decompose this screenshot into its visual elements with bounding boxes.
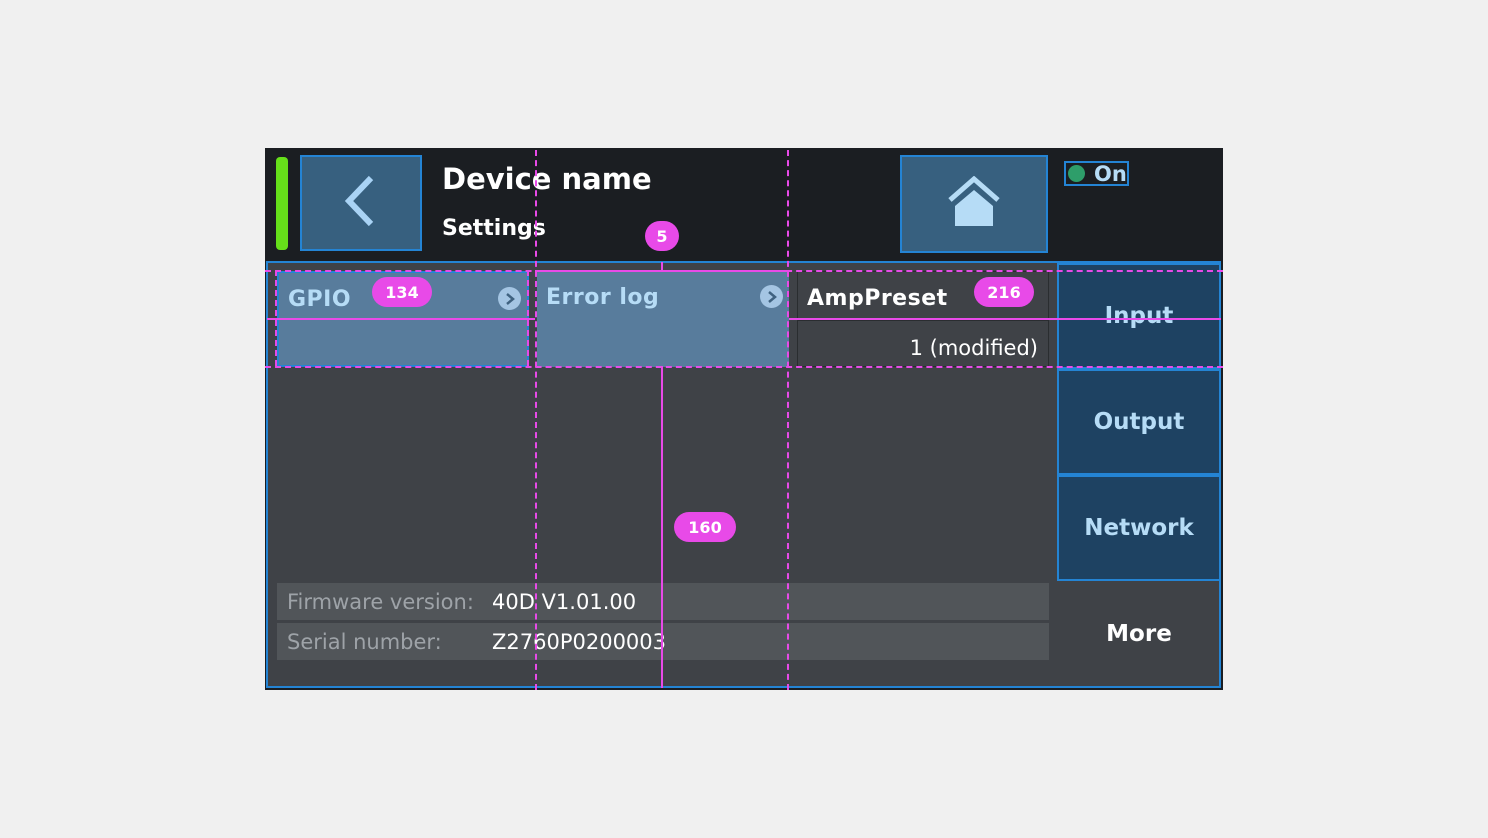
- status-indicator: [276, 157, 288, 250]
- tile-error-log[interactable]: Error log: [537, 271, 789, 367]
- home-icon: [947, 175, 1001, 232]
- overlay-badge: 216: [974, 277, 1034, 307]
- chevron-right-icon: [760, 285, 783, 308]
- overlay-line: [535, 270, 789, 272]
- back-button[interactable]: [300, 155, 422, 251]
- side-button-more[interactable]: More: [1106, 621, 1172, 647]
- power-status-icon: [1068, 165, 1085, 182]
- divider: [798, 320, 1048, 321]
- page-title: Device name: [442, 162, 652, 196]
- overlay-guide: [535, 150, 537, 690]
- settings-panel: GPIO Error log AmpPreset 1 (modified) In…: [266, 261, 1221, 688]
- firmware-row: Firmware version: 40D V1.01.00: [277, 583, 1049, 620]
- chevron-left-icon: [341, 174, 381, 232]
- firmware-value: 40D V1.01.00: [492, 589, 637, 614]
- amp-preset-value: 1 (modified): [909, 336, 1038, 360]
- tile-label: AmpPreset: [807, 286, 948, 311]
- firmware-label: Firmware version:: [287, 589, 474, 614]
- home-button[interactable]: [900, 155, 1048, 253]
- overlay-line: [661, 262, 663, 270]
- tile-label: Error log: [546, 285, 660, 310]
- overlay-guide: [787, 150, 789, 690]
- chevron-right-icon: [498, 287, 521, 310]
- serial-label: Serial number:: [287, 629, 442, 654]
- overlay-badge: 5: [645, 221, 679, 251]
- overlay-badge: 134: [372, 277, 432, 307]
- side-button-input[interactable]: Input: [1057, 263, 1221, 369]
- page-subtitle: Settings: [442, 216, 546, 241]
- serial-value: Z2760P0200003: [492, 629, 667, 654]
- power-toggle[interactable]: On: [1064, 161, 1129, 186]
- overlay-guide: [265, 366, 1223, 368]
- overlay-badge: 160: [674, 512, 736, 542]
- overlay-line: [267, 318, 535, 320]
- overlay-line: [789, 318, 1221, 320]
- device-screen: Device name Settings On GPIO Error log A: [265, 148, 1223, 690]
- power-label: On: [1094, 161, 1127, 186]
- serial-row: Serial number: Z2760P0200003: [277, 623, 1049, 660]
- side-button-network[interactable]: Network: [1057, 475, 1221, 581]
- side-button-output[interactable]: Output: [1057, 369, 1221, 475]
- overlay-line: [661, 366, 663, 688]
- tile-label: GPIO: [288, 287, 352, 312]
